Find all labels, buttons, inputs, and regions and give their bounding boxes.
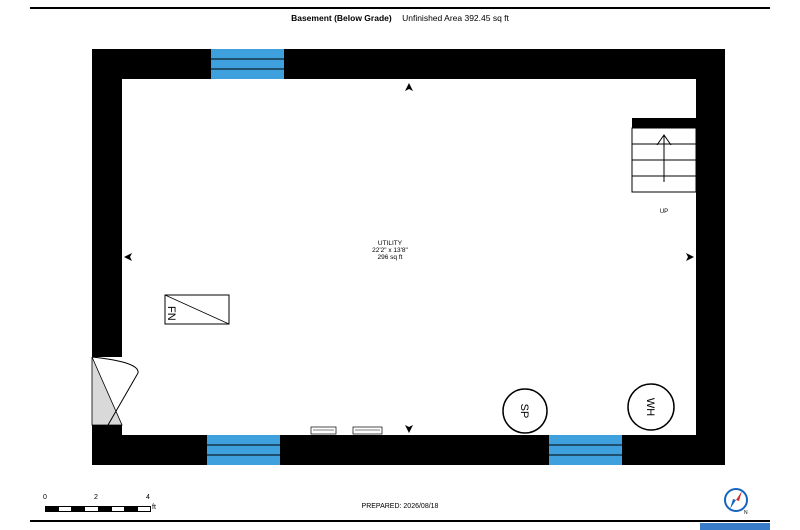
furnace-label: FN [165, 306, 177, 321]
area-summary: Unfinished Area 392.45 sq ft [402, 13, 509, 23]
sump-pump-label: SP [518, 404, 530, 419]
furnace-symbol [164, 294, 230, 325]
compass-icon [724, 488, 748, 512]
compass-north-letter: N [744, 510, 748, 516]
arrow-top [405, 83, 413, 91]
window-bottom-right [549, 435, 622, 465]
water-heater-label: WH [644, 398, 656, 416]
top-rule [30, 7, 770, 9]
arrow-bottom [405, 425, 413, 433]
arrow-right [686, 253, 694, 261]
arrow-left [124, 253, 132, 261]
scale-bar-graphic [45, 506, 151, 512]
room-area: 296 sq ft [377, 254, 403, 261]
window-top [211, 49, 284, 79]
vent-2 [352, 426, 383, 435]
scale-tick-4: 4 [146, 494, 150, 501]
bottom-rule [30, 520, 770, 522]
prepared-date: PREPARED: 2026/08/18 [361, 503, 439, 510]
stairs [631, 118, 697, 193]
level-header: Basement (Below Grade) Unfinished Area 3… [0, 13, 800, 23]
scale-tick-0: 0 [43, 494, 47, 501]
level-name: Basement (Below Grade) [291, 13, 392, 23]
scale-bar: 0 2 4 ft [42, 494, 162, 518]
brand-logo [700, 523, 770, 530]
water-heater-symbol [627, 383, 675, 431]
scale-tick-2: 2 [94, 494, 98, 501]
stair-label: UP [659, 209, 669, 215]
door-swing [91, 356, 123, 426]
room-dimensions: 22'2" x 13'8" [372, 247, 408, 254]
vent-1 [310, 426, 337, 435]
window-bottom-left [207, 435, 280, 465]
scale-unit: ft [152, 504, 156, 511]
sump-pump-symbol [502, 388, 548, 434]
room-name: UTILITY [377, 240, 403, 247]
door-arc [91, 356, 139, 426]
room-label: UTILITY 22'2" x 13'8" 296 sq ft [330, 240, 450, 261]
